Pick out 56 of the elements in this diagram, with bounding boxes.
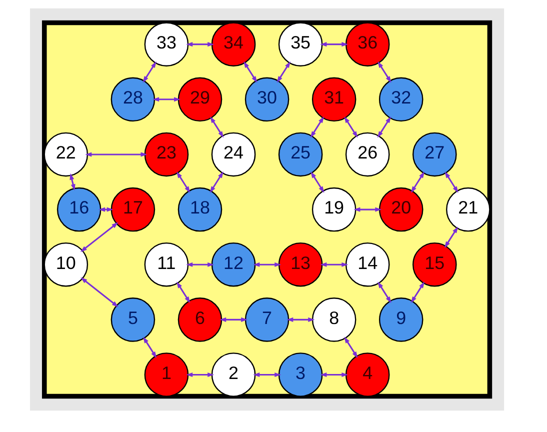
arrow: [80, 222, 118, 252]
arrow: [244, 61, 258, 83]
node-circle: 6: [178, 298, 222, 342]
arrow: [80, 277, 118, 308]
node-circle: 29: [178, 77, 222, 122]
node-circle: 16: [56, 187, 102, 232]
arrow: [344, 336, 358, 358]
node-circle: 13: [278, 242, 323, 287]
arrow: [85, 152, 148, 157]
node-circle: 27: [412, 132, 457, 177]
node-circle: 36: [345, 22, 390, 66]
arrow: [310, 172, 324, 193]
node-circle: 4: [345, 352, 390, 397]
arrow: [253, 372, 282, 378]
arrow: [320, 372, 348, 378]
arrow: [378, 61, 392, 83]
arrow: [143, 336, 157, 358]
node-circle: 12: [211, 242, 256, 287]
arrow: [286, 317, 315, 322]
arrow: [320, 42, 348, 47]
arrow: [152, 97, 181, 102]
arrow: [176, 282, 190, 303]
node-circle: 9: [378, 298, 424, 342]
node-circle: 34: [211, 22, 256, 66]
arrow: [377, 116, 392, 138]
node-circle: 14: [345, 242, 390, 287]
arrow: [378, 282, 392, 303]
node-circle: 31: [312, 77, 356, 122]
node-circle: 1: [144, 352, 189, 397]
node-circle: 35: [278, 22, 323, 66]
arrow: [410, 172, 425, 193]
node-circle: 8: [312, 298, 356, 342]
arrow: [320, 262, 348, 267]
arrow: [186, 42, 214, 47]
node-circle: 11: [144, 242, 189, 287]
arrow: [210, 172, 224, 193]
arrow: [186, 262, 214, 267]
arrow: [444, 172, 458, 193]
arrow: [344, 116, 358, 138]
arrow: [186, 372, 214, 378]
arrow: [210, 116, 224, 138]
node-circle: 33: [144, 22, 189, 66]
arrow: [444, 226, 458, 248]
arrow: [410, 282, 425, 303]
node-circle: 23: [144, 132, 189, 177]
arrow: [142, 61, 156, 83]
node-circle: 22: [44, 132, 88, 177]
arrow: [220, 317, 248, 322]
arrow: [176, 172, 190, 193]
arrow: [276, 61, 290, 83]
arrow: [253, 262, 282, 267]
node-circle: 7: [244, 298, 290, 342]
node-circle: 3: [278, 352, 323, 397]
arrow: [354, 207, 382, 212]
node-circle: 2: [211, 352, 256, 397]
arrow: [310, 116, 324, 138]
